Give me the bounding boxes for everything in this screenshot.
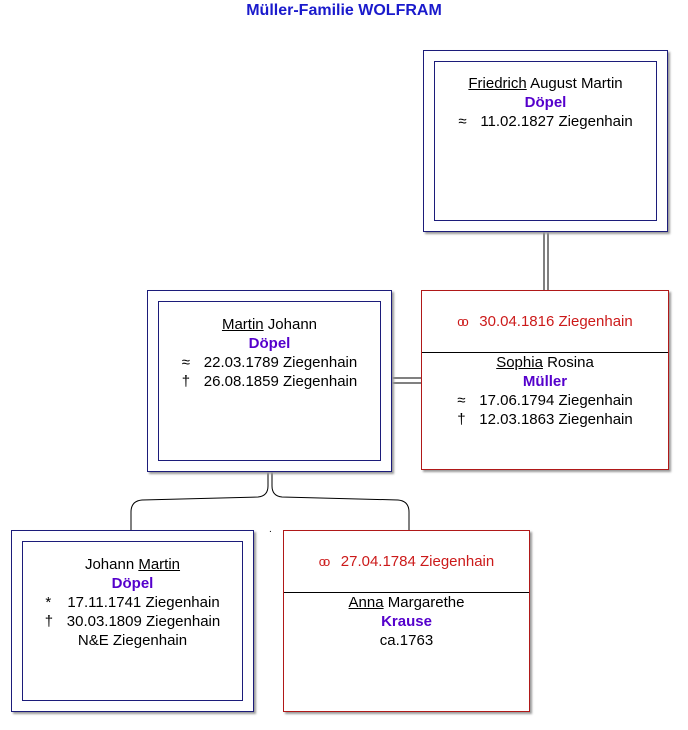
person-given-names: Friedrich August Martin: [468, 75, 623, 92]
baptism-event: ≈22.03.1789 Ziegenhain: [181, 354, 358, 371]
baptism-icon: ≈: [458, 113, 467, 130]
baptism-icon: ≈: [457, 392, 466, 409]
person-card-martin[interactable]: Martin Johann Döpel ≈22.03.1789 Ziegenha…: [147, 290, 392, 472]
baptism-icon: ≈: [181, 354, 190, 371]
person-surname: Müller: [522, 373, 568, 390]
person-given-names: Anna Margarethe: [348, 594, 465, 611]
baptism-event: ≈17.06.1794 Ziegenhain: [457, 392, 633, 409]
birth-event: *17.11.1741 Ziegenhain: [45, 594, 220, 611]
person-given-names: Johann Martin: [84, 556, 181, 573]
death-icon: †: [181, 373, 191, 390]
marriage-rings-icon: oo: [457, 314, 468, 329]
person-given-names: Sophia Rosina: [496, 354, 594, 371]
person-given-names: Martin Johann: [221, 316, 318, 333]
person-card-friedrich[interactable]: Friedrich August Martin Döpel ≈11.02.182…: [423, 50, 668, 232]
person-surname: Döpel: [111, 575, 154, 592]
person-surname: Krause: [381, 613, 432, 630]
death-icon: †: [457, 411, 466, 428]
person-surname: Döpel: [524, 94, 567, 111]
person-card-johann[interactable]: Johann Martin Döpel *17.11.1741 Ziegenha…: [11, 530, 254, 712]
person-surname: Döpel: [248, 335, 291, 352]
death-event: †12.03.1863 Ziegenhain: [457, 411, 633, 428]
note-text: N&E Ziegenhain: [77, 632, 188, 649]
birth-icon: *: [45, 594, 52, 611]
death-event: †26.08.1859 Ziegenhain: [181, 373, 358, 390]
baptism-event: ≈11.02.1827 Ziegenhain: [458, 113, 633, 130]
death-icon: †: [44, 613, 54, 630]
page-title: Müller-Familie WOLFRAM: [246, 2, 442, 19]
death-event: †30.03.1809 Ziegenhain: [44, 613, 221, 630]
dot-marker: .: [269, 524, 272, 535]
note-text: ca.1763: [379, 632, 434, 649]
marriage-rings-icon: oo: [318, 554, 330, 569]
